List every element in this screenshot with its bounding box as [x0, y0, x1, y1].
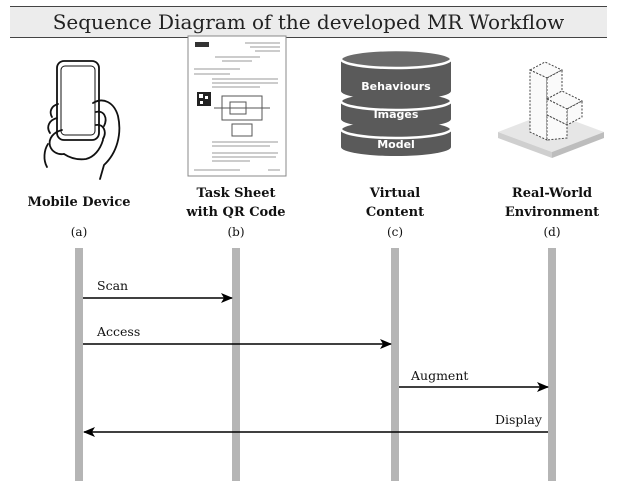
participant-name-line: Real-World	[511, 186, 593, 201]
participant-name-mobile-device: Mobile Device	[4, 193, 154, 212]
3d-part-icon	[498, 61, 604, 158]
participant-letter-b: (b)	[227, 225, 245, 239]
lifeline-virtual-content	[391, 248, 399, 481]
message-label-display: Display	[495, 412, 542, 427]
participant-name-virtual-content: Virtual Content	[320, 184, 470, 222]
participant-name-line: Task Sheet	[196, 186, 276, 201]
participant-name-line: Virtual	[369, 186, 421, 201]
participant-name-line: Environment	[504, 205, 600, 220]
participant-name-line: with QR Code	[186, 205, 286, 220]
diagram-title: Sequence Diagram of the developed MR Wor…	[10, 6, 607, 38]
db-layer-label: Images	[374, 108, 419, 121]
lifeline-real-world-environment	[548, 248, 556, 481]
participant-letter-c: (c)	[386, 225, 404, 239]
participant-name-task-sheet: Task Sheet with QR Code	[161, 184, 311, 222]
lifeline-mobile-device	[75, 248, 83, 481]
lifeline-task-sheet	[232, 248, 240, 481]
task-sheet-document-icon	[187, 35, 287, 177]
participant-name-line: Content	[365, 205, 425, 220]
message-label-scan: Scan	[97, 278, 129, 293]
db-layer-label: Behaviours	[361, 80, 431, 93]
smartphone-hand-icon	[43, 60, 121, 180]
participant-name-real-world-environment: Real-World Environment	[477, 184, 617, 222]
participant-name-line: Mobile Device	[27, 195, 131, 210]
message-label-augment: Augment	[411, 368, 469, 383]
participant-letter-d: (d)	[543, 225, 561, 239]
message-label-access: Access	[97, 324, 141, 339]
participant-letter-a: (a)	[70, 225, 88, 239]
db-layer-label: Model	[377, 138, 415, 151]
database-stack-icon: Behaviours Images Model	[339, 48, 453, 156]
title-text: Sequence Diagram of the developed MR Wor…	[52, 10, 565, 34]
